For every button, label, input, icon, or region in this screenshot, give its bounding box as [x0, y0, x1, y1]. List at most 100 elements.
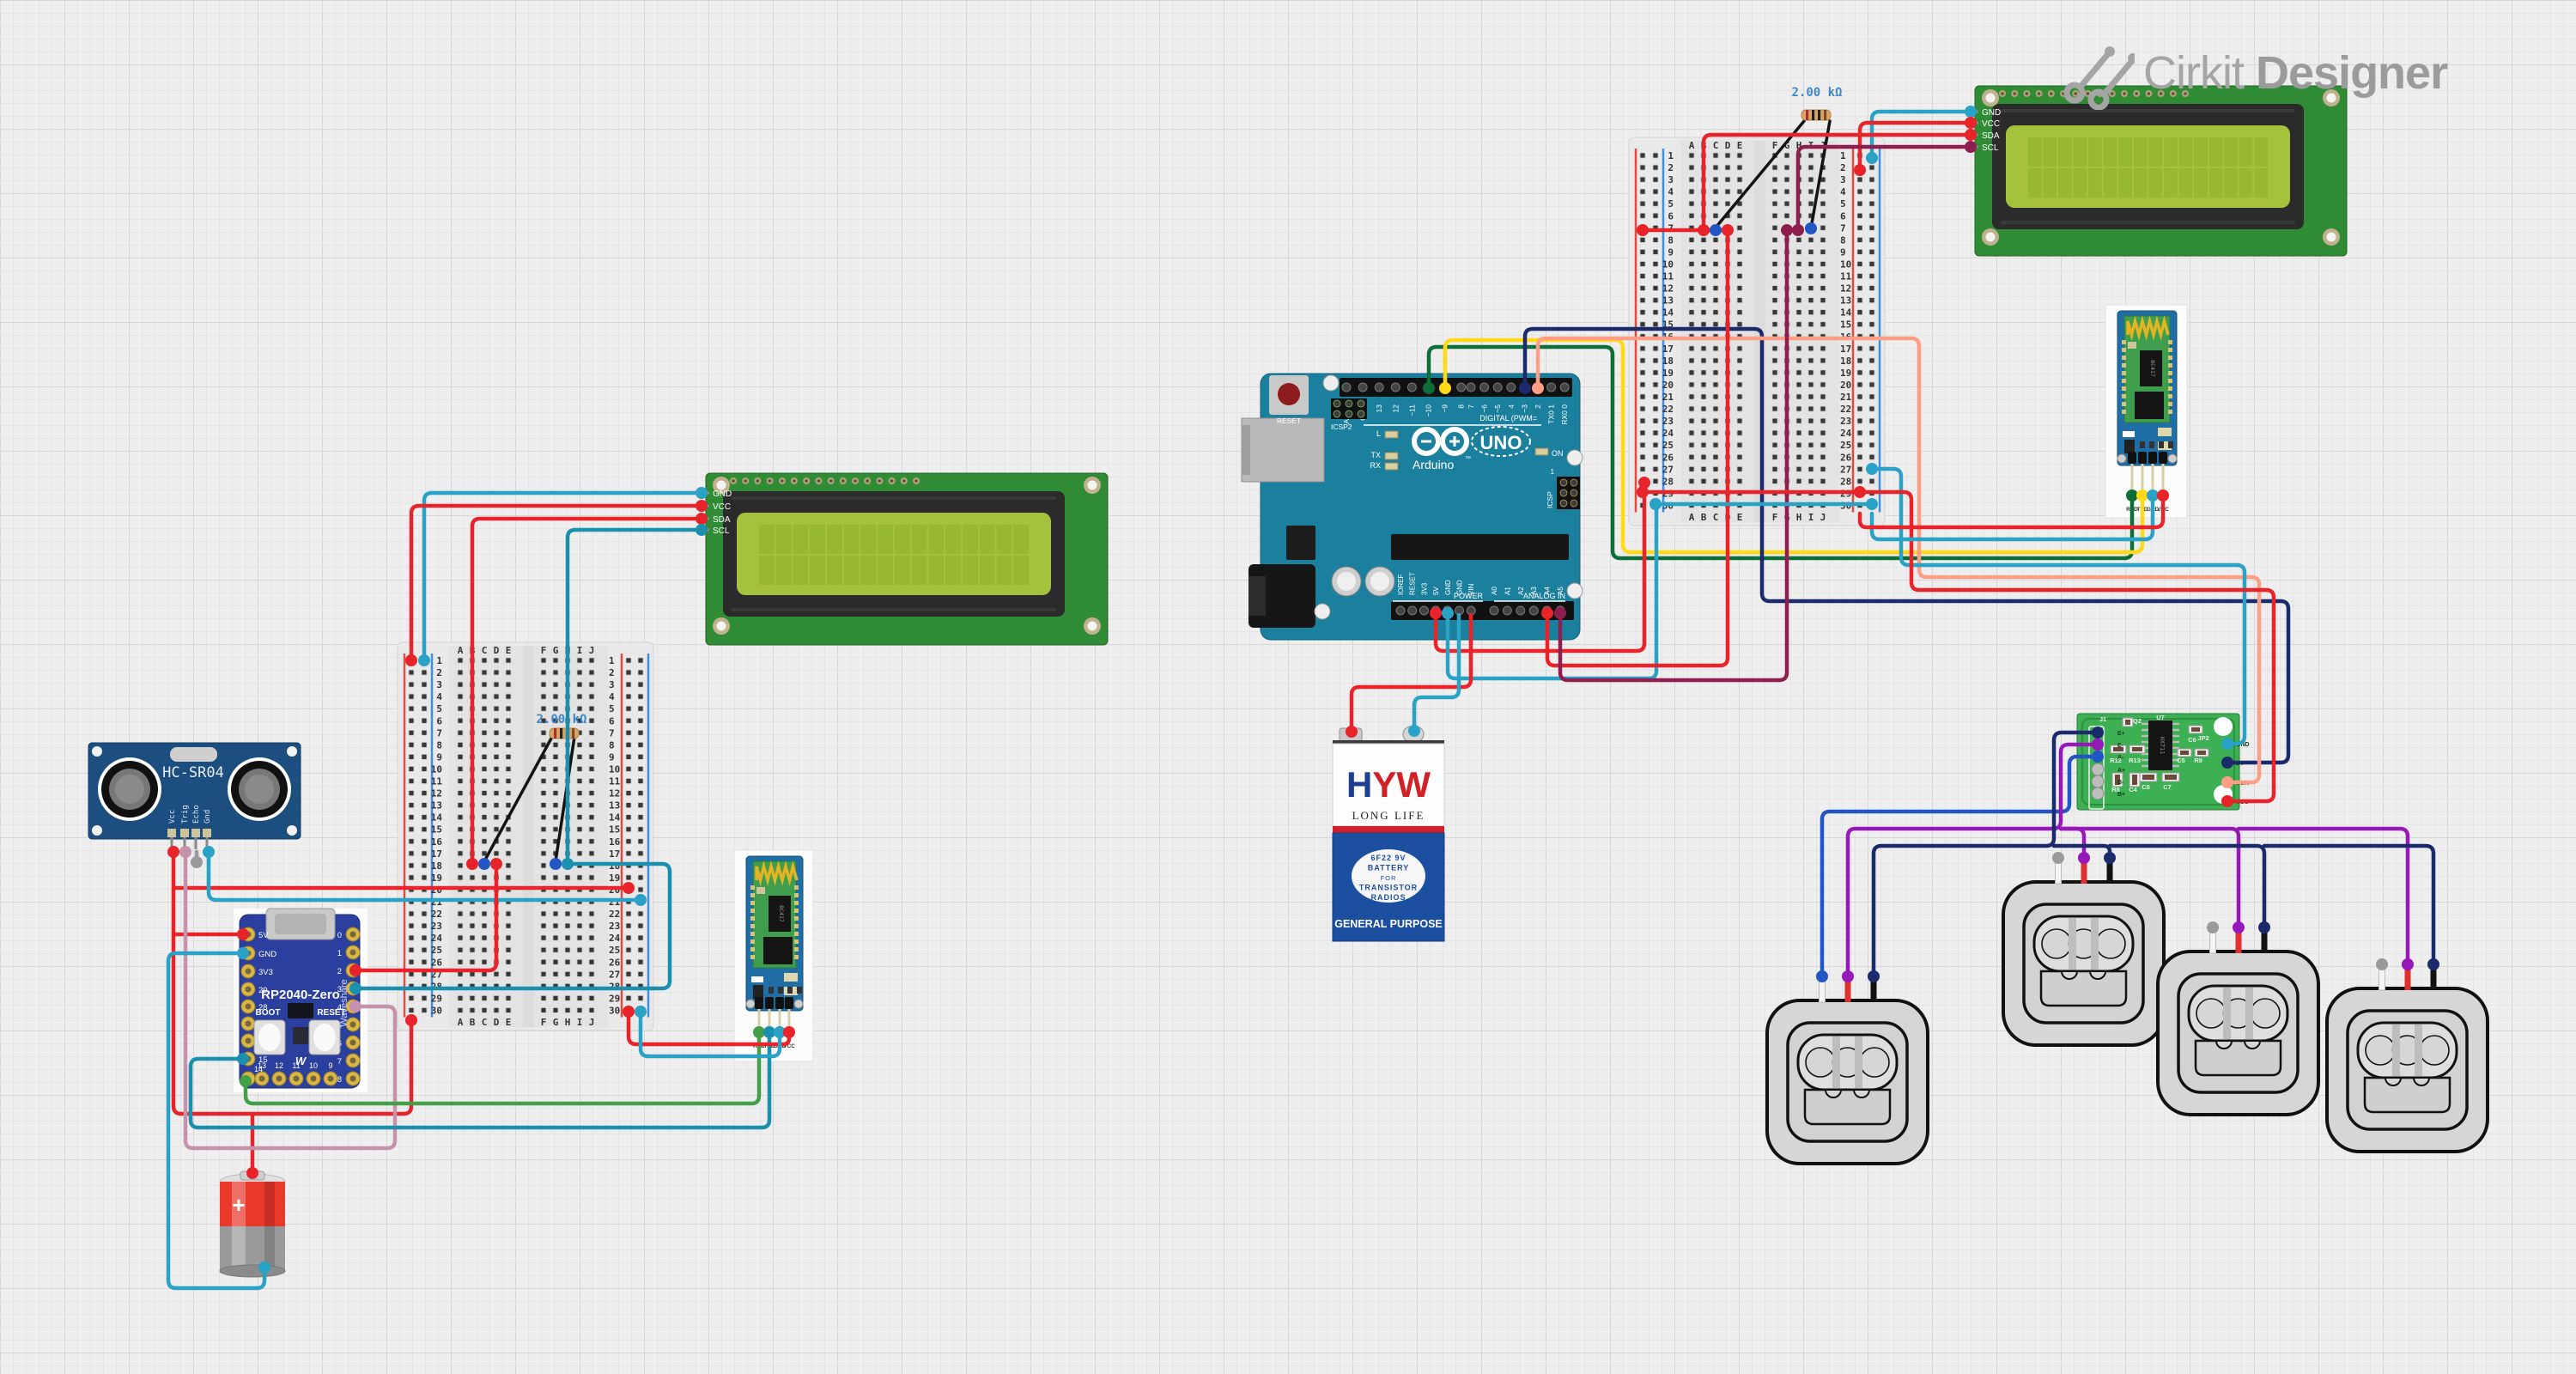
wire-salmon-21[interactable] — [1535, 336, 2262, 785]
rp2040-zero-board[interactable]: 5VGND3V3292827261501234567813121110914RP… — [234, 908, 368, 1092]
wire-endpoint[interactable] — [1866, 463, 1878, 475]
wire-endpoint[interactable] — [2376, 958, 2388, 970]
wire-endpoint[interactable] — [696, 513, 708, 525]
wire-endpoint[interactable] — [2136, 489, 2148, 502]
wire-endpoint[interactable] — [2221, 795, 2233, 807]
wire-endpoint[interactable] — [258, 1262, 270, 1274]
wire-endpoint[interactable] — [696, 500, 708, 512]
wire-endpoint[interactable] — [490, 858, 502, 870]
load-cell-3[interactable] — [2156, 927, 2320, 1116]
wire-endpoint[interactable] — [405, 654, 417, 666]
wire-cyan-37[interactable] — [1869, 496, 2155, 542]
wire-red-0[interactable] — [171, 849, 414, 1116]
wire-endpoint[interactable] — [2092, 739, 2104, 751]
wire-cyan-17[interactable] — [638, 1009, 782, 1059]
wire-endpoint[interactable] — [623, 1006, 635, 1018]
wire-endpoint[interactable] — [696, 524, 708, 536]
wire-teal-14[interactable] — [188, 1031, 772, 1130]
wire-navy-47[interactable] — [2262, 843, 2436, 967]
wire-endpoint[interactable] — [1541, 607, 1553, 619]
wire-endpoint[interactable] — [1519, 382, 1531, 394]
wire-teal-13[interactable] — [353, 861, 672, 991]
wire-endpoint[interactable] — [1805, 222, 1817, 234]
wire-endpoint[interactable] — [179, 846, 191, 858]
wire-endpoint[interactable] — [1854, 164, 1866, 176]
wire-endpoint[interactable] — [1816, 970, 1828, 982]
wire-endpoint[interactable] — [2052, 852, 2064, 864]
wire-endpoint[interactable] — [237, 947, 249, 959]
wire-endpoint[interactable] — [696, 487, 708, 499]
wire-red-30[interactable] — [1701, 132, 1973, 233]
wire-endpoint[interactable] — [349, 982, 361, 994]
wire-red-24[interactable] — [1545, 228, 1730, 668]
wire-red-12[interactable] — [353, 861, 499, 973]
wire-endpoint[interactable] — [191, 856, 203, 868]
wire-endpoint[interactable] — [2427, 958, 2439, 970]
wire-blue-39[interactable] — [1820, 754, 2100, 979]
wire-navy-45[interactable] — [2051, 843, 2112, 860]
wire-endpoint[interactable] — [1866, 152, 1878, 164]
wire-red-16[interactable] — [626, 1009, 792, 1047]
wire-endpoint[interactable] — [550, 858, 562, 870]
wire-red-10[interactable] — [470, 516, 704, 866]
wire-endpoint[interactable] — [2402, 958, 2414, 970]
wire-endpoint[interactable] — [478, 858, 490, 870]
wire-cyan-28[interactable] — [1869, 109, 1973, 161]
wire-green_dark-18[interactable] — [1426, 344, 2135, 561]
wire-endpoint[interactable] — [1637, 486, 1649, 498]
wire-purple-43[interactable] — [2236, 826, 2410, 967]
wire-endpoint[interactable] — [753, 1026, 765, 1038]
wire-endpoint[interactable] — [1430, 607, 1442, 619]
wire-purple-40[interactable] — [1845, 742, 2100, 979]
wire-purple-42[interactable] — [2058, 826, 2241, 930]
wire-endpoint[interactable] — [405, 1014, 417, 1026]
wire-endpoint[interactable] — [1781, 224, 1793, 236]
wire-endpoint[interactable] — [1792, 224, 1804, 236]
wire-endpoint[interactable] — [418, 654, 430, 666]
wire-cyan-23[interactable] — [1445, 502, 1659, 681]
wire-red-36[interactable] — [1857, 489, 2276, 804]
wire-endpoint[interactable] — [1649, 498, 1662, 510]
wire-yellow-19[interactable] — [1443, 337, 2145, 555]
wire-maroon-31[interactable] — [1795, 144, 1973, 233]
wire-endpoint[interactable] — [1868, 970, 1880, 982]
wire-endpoint[interactable] — [1346, 726, 1358, 738]
wire-endpoint[interactable] — [2221, 757, 2233, 769]
resistor-2k[interactable]: 2.00 kΩ — [483, 713, 587, 863]
wire-endpoint[interactable] — [1439, 382, 1451, 394]
wire-endpoint[interactable] — [1866, 498, 1878, 510]
wire-red-26[interactable] — [1349, 612, 1473, 734]
wire-endpoint[interactable] — [2258, 921, 2270, 933]
wire-endpoint[interactable] — [237, 928, 249, 940]
wire-endpoint[interactable] — [1710, 224, 1722, 236]
wire-endpoint[interactable] — [349, 964, 361, 976]
wire-endpoint[interactable] — [1554, 607, 1566, 619]
wire-navy-46[interactable] — [2107, 843, 2267, 930]
wire-endpoint[interactable] — [562, 858, 574, 870]
wire-endpoint[interactable] — [1842, 970, 1854, 982]
wire-endpoint[interactable] — [167, 846, 179, 858]
wire-red-29[interactable] — [1857, 120, 1973, 173]
wire-endpoint[interactable] — [1532, 382, 1544, 394]
wire-endpoint[interactable] — [2221, 738, 2233, 750]
wire-cyan-6[interactable] — [206, 849, 643, 903]
wire-cyan-27[interactable] — [1412, 612, 1461, 733]
wire-endpoint[interactable] — [2126, 489, 2138, 502]
wire-teal-11[interactable] — [565, 527, 704, 866]
wire-endpoint[interactable] — [2233, 921, 2245, 933]
wire-endpoint[interactable] — [2207, 921, 2219, 933]
wire-endpoint[interactable] — [1638, 477, 1650, 489]
wire-cyan-35[interactable] — [1869, 466, 2247, 746]
wire-endpoint[interactable] — [1965, 141, 1977, 153]
wire-endpoint[interactable] — [2221, 776, 2233, 788]
load-cell-2[interactable] — [2002, 857, 2166, 1047]
wire-endpoint[interactable] — [2157, 489, 2169, 502]
